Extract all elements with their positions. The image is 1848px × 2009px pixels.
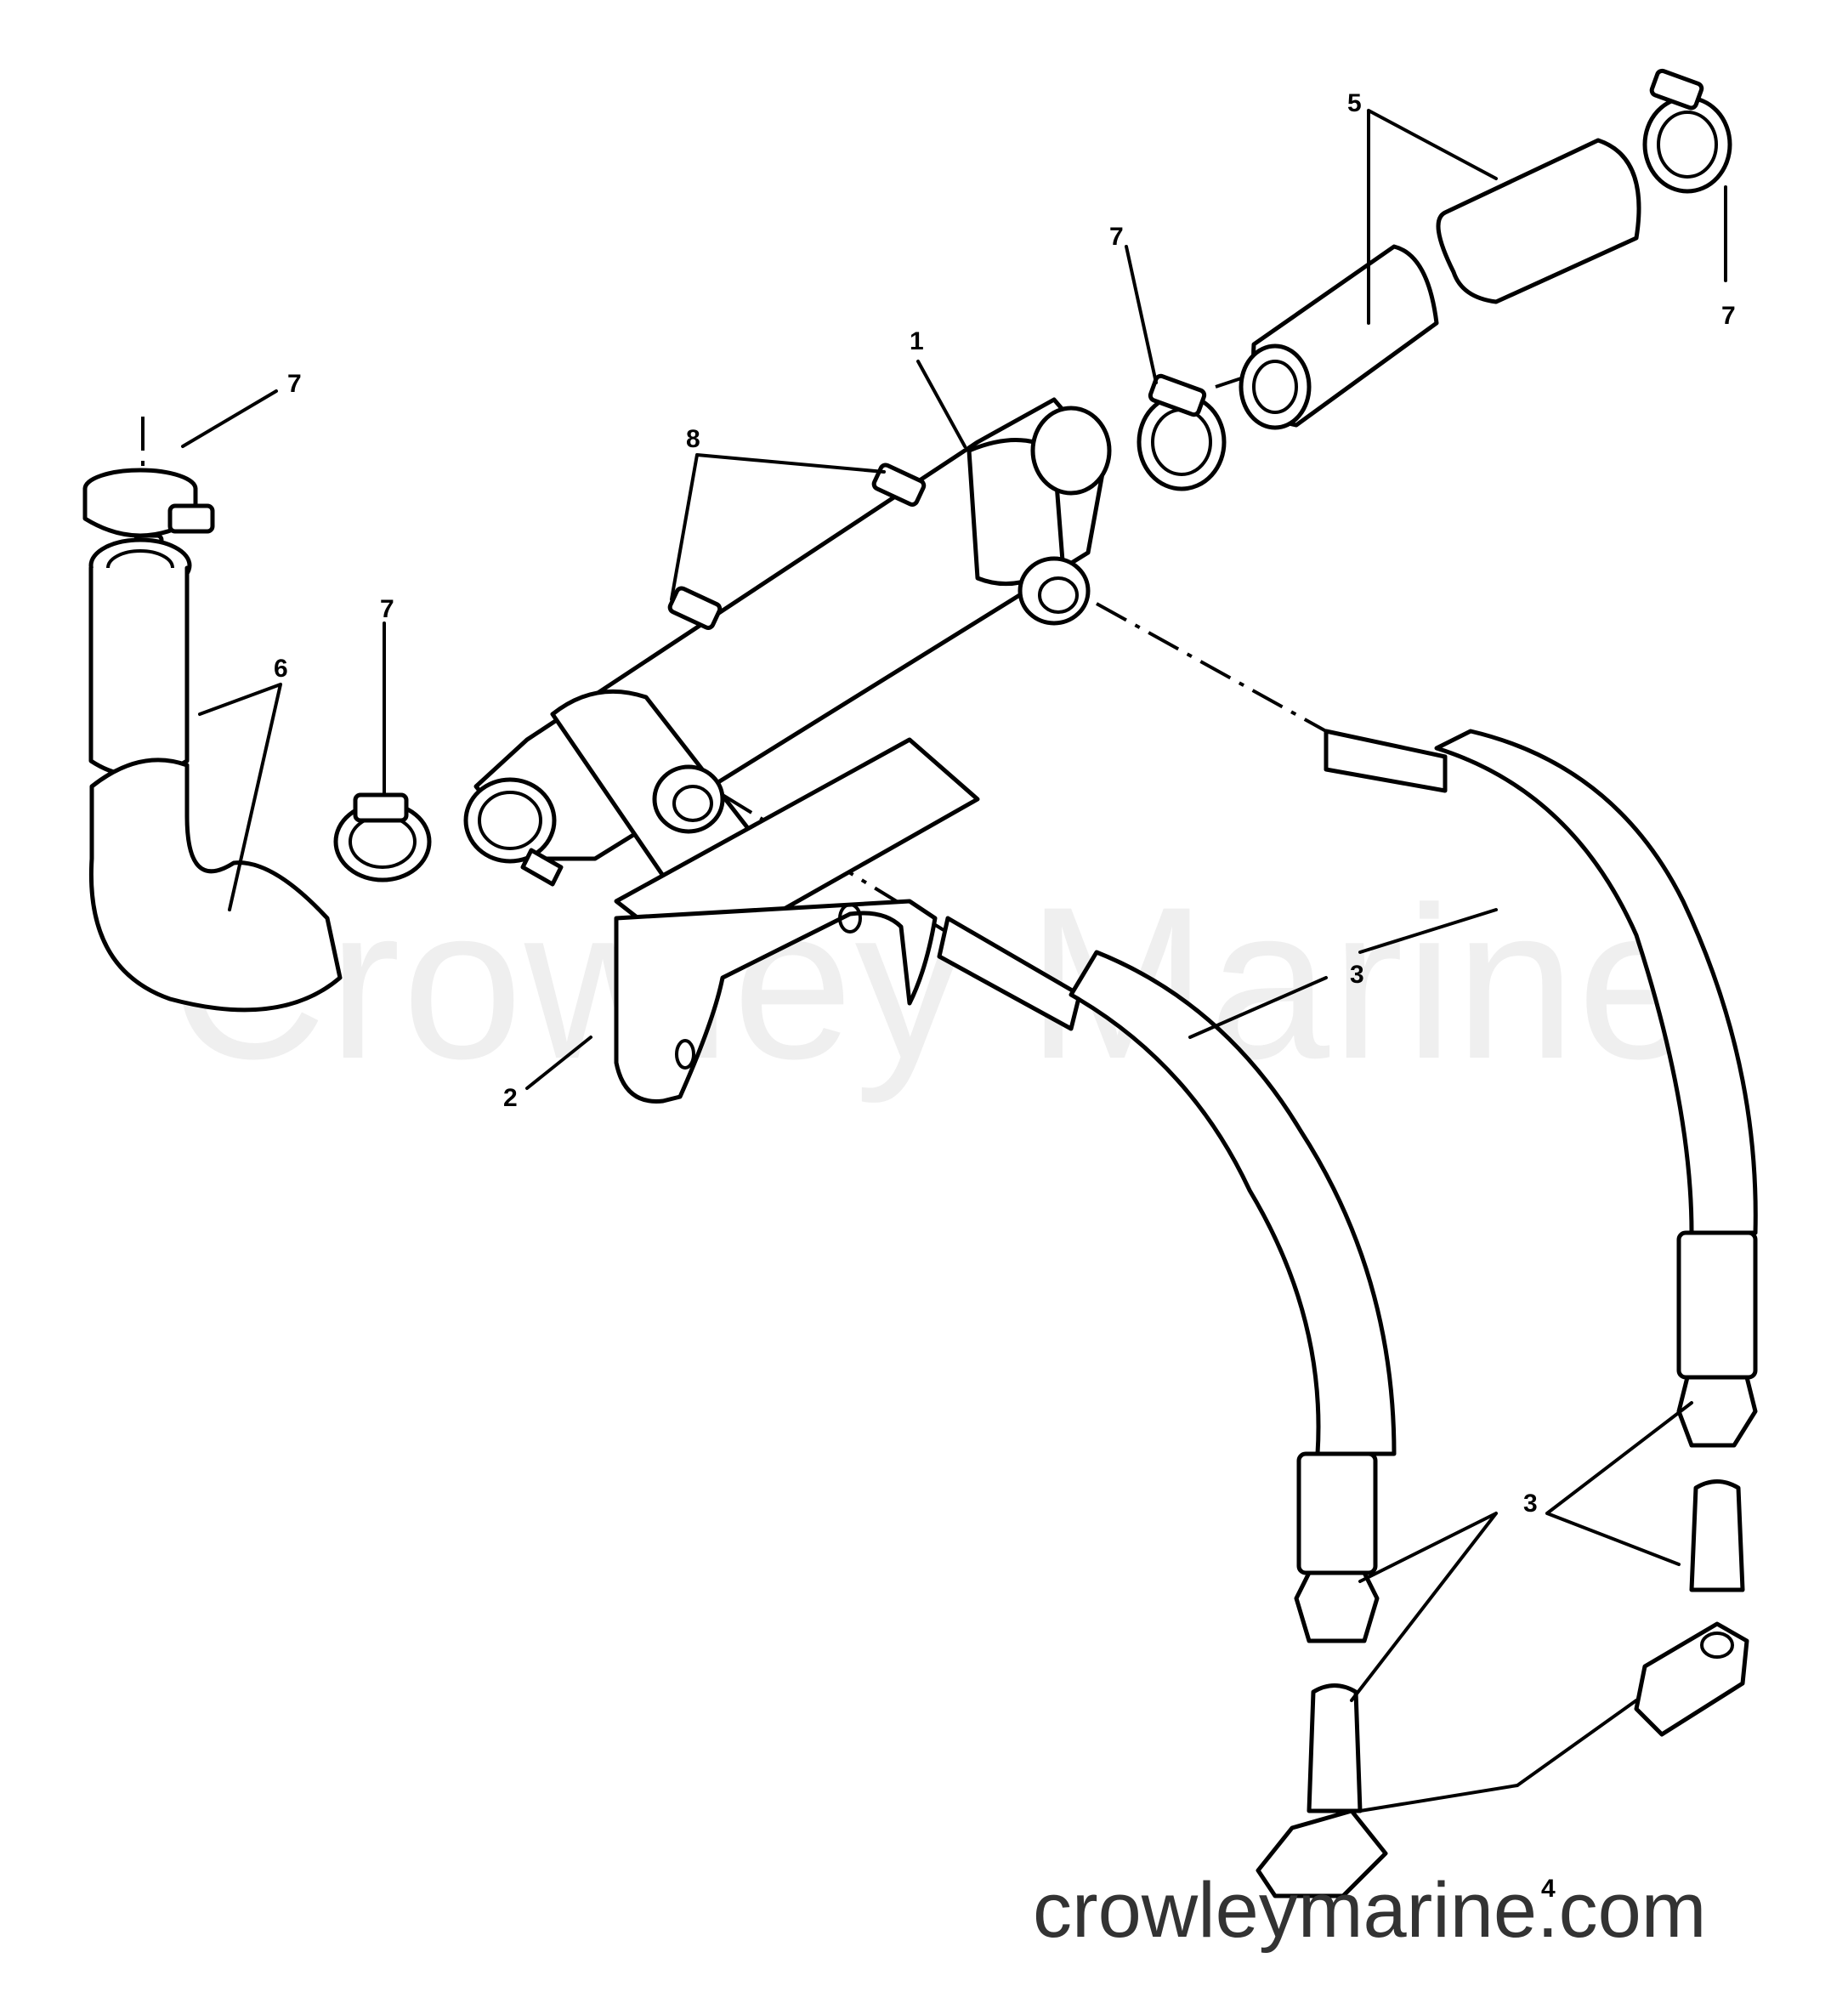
callout-3-hose: 3 xyxy=(1350,961,1364,989)
hose-assembly-right xyxy=(1324,729,1758,1737)
callout-5: 5 xyxy=(1347,89,1362,117)
mounting-bracket xyxy=(614,737,980,1104)
callout-6: 6 xyxy=(274,655,288,683)
watermark-text: Crowley Marine xyxy=(170,862,1700,1104)
callout-7-left: 7 xyxy=(380,595,394,623)
hose-assembly-left xyxy=(937,916,1397,1898)
callout-3-fittings: 3 xyxy=(1523,1490,1538,1518)
hose-clamp-left xyxy=(333,792,432,882)
callout-7-center: 7 xyxy=(1109,223,1124,251)
hose-clamp-center xyxy=(1137,373,1227,491)
callout-7-top-right: 7 xyxy=(1721,302,1736,330)
hose-clamp-top-right xyxy=(1642,68,1732,194)
hose-clamp-top-left xyxy=(82,468,215,559)
cooler-body xyxy=(463,397,1112,887)
callout-2: 2 xyxy=(503,1084,518,1112)
centerline-right-fitting xyxy=(1096,602,1327,733)
callout-4: 4 xyxy=(1541,1875,1556,1903)
callout-8: 8 xyxy=(686,425,700,453)
elbow-hose xyxy=(88,537,343,1013)
site-url-watermark: crowleymarine.com xyxy=(1033,1867,1707,1954)
leader-lines xyxy=(181,109,1727,1813)
callout-1: 1 xyxy=(910,327,924,355)
callout-7-top-left: 7 xyxy=(287,370,302,398)
hose-segments xyxy=(1239,138,1641,430)
